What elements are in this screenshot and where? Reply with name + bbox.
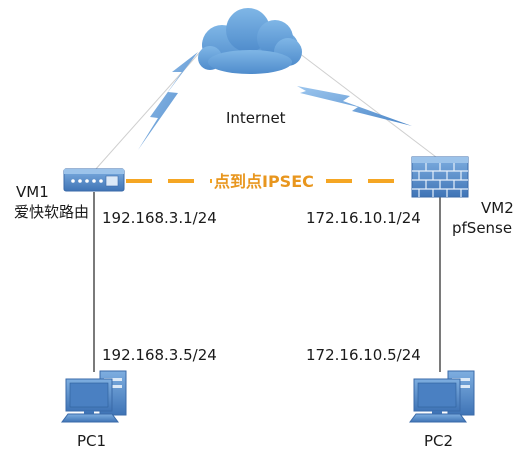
- vm1-ip: 192.168.3.1/24: [102, 209, 217, 227]
- ipsec-tunnel-label: 点到点IPSEC: [214, 172, 314, 191]
- vm1-desc: 爱快软路由: [14, 203, 89, 221]
- vm1-name: VM1: [16, 183, 49, 201]
- pc1-name: PC1: [77, 432, 106, 450]
- firewall-icon: [411, 156, 469, 198]
- pc2-computer-icon: [409, 370, 475, 423]
- pc1-ip: 192.168.3.5/24: [102, 346, 217, 364]
- vm2-desc: pfSense: [452, 219, 512, 237]
- pc1-computer-icon: [61, 370, 127, 423]
- internet-label: Internet: [226, 109, 286, 127]
- lightning-left-icon: [138, 52, 198, 150]
- vm2-ip: 172.16.10.1/24: [306, 209, 421, 227]
- vm2-name: VM2: [481, 199, 514, 217]
- internet-cloud-icon: [198, 8, 302, 74]
- cloud-link-right: [294, 49, 441, 161]
- router-icon: [63, 168, 125, 192]
- pc2-ip: 172.16.10.5/24: [306, 346, 421, 364]
- lightning-right-icon: [297, 86, 412, 126]
- pc2-name: PC2: [424, 432, 453, 450]
